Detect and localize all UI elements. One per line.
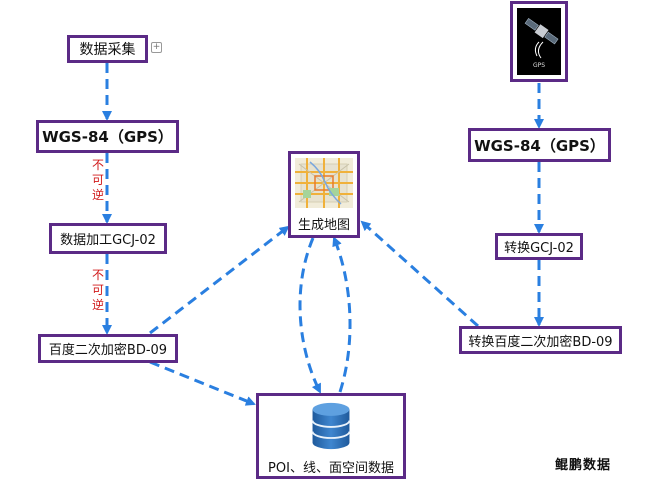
irreversible-label-2: 不 可 逆 xyxy=(91,268,104,312)
node-bd09-left[interactable]: 百度二次加密BD-09 xyxy=(38,334,178,363)
database-icon xyxy=(311,402,351,450)
node-gcj02-right-label: 转换GCJ-02 xyxy=(504,241,574,256)
edge-poi-to-map xyxy=(332,236,352,393)
edge-map-to-poi xyxy=(298,237,322,394)
node-gcj02-left[interactable]: 数据加工GCJ-02 xyxy=(49,223,167,254)
node-wgs84-right-label: WGS-84（GPS） xyxy=(474,136,605,155)
node-gcj02-left-label: 数据加工GCJ-02 xyxy=(60,233,156,248)
node-poi-data-label: POI、线、面空间数据 xyxy=(268,461,394,476)
node-bd09-right-label: 转换百度二次加密BD-09 xyxy=(468,334,613,350)
edge-bd-right-to-map xyxy=(360,220,480,328)
node-wgs84-left-label: WGS-84（GPS） xyxy=(42,128,173,146)
node-wgs84-left[interactable]: WGS-84（GPS） xyxy=(36,120,179,153)
watermark-text: 鲲鹏数据 xyxy=(555,458,612,473)
city-map-icon xyxy=(295,158,353,208)
node-bd09-left-label: 百度二次加密BD-09 xyxy=(48,343,168,358)
gps-satellite-icon xyxy=(524,17,559,59)
node-wgs84-right[interactable]: WGS-84（GPS） xyxy=(468,128,611,162)
node-bd09-right[interactable]: 转换百度二次加密BD-09 xyxy=(459,326,622,354)
expand-plus-icon[interactable]: + xyxy=(151,42,162,53)
node-gcj02-right[interactable]: 转换GCJ-02 xyxy=(495,233,583,260)
gps-device-label: GPS xyxy=(532,62,546,69)
node-poi-data[interactable]: POI、线、面空间数据 xyxy=(256,393,406,479)
edge-bd-to-poi xyxy=(149,360,256,406)
edge-bd-to-map xyxy=(149,225,290,335)
node-data-collection-label: 数据采集 xyxy=(79,42,136,58)
irreversible-label-1: 不 可 逆 xyxy=(91,158,104,202)
node-generate-map[interactable]: 生成地图 xyxy=(288,151,360,238)
gps-screen: GPS xyxy=(517,8,561,75)
node-generate-map-label: 生成地图 xyxy=(297,218,350,233)
node-data-collection[interactable]: 数据采集 xyxy=(67,35,148,63)
node-gps-device[interactable]: GPS xyxy=(510,1,568,82)
